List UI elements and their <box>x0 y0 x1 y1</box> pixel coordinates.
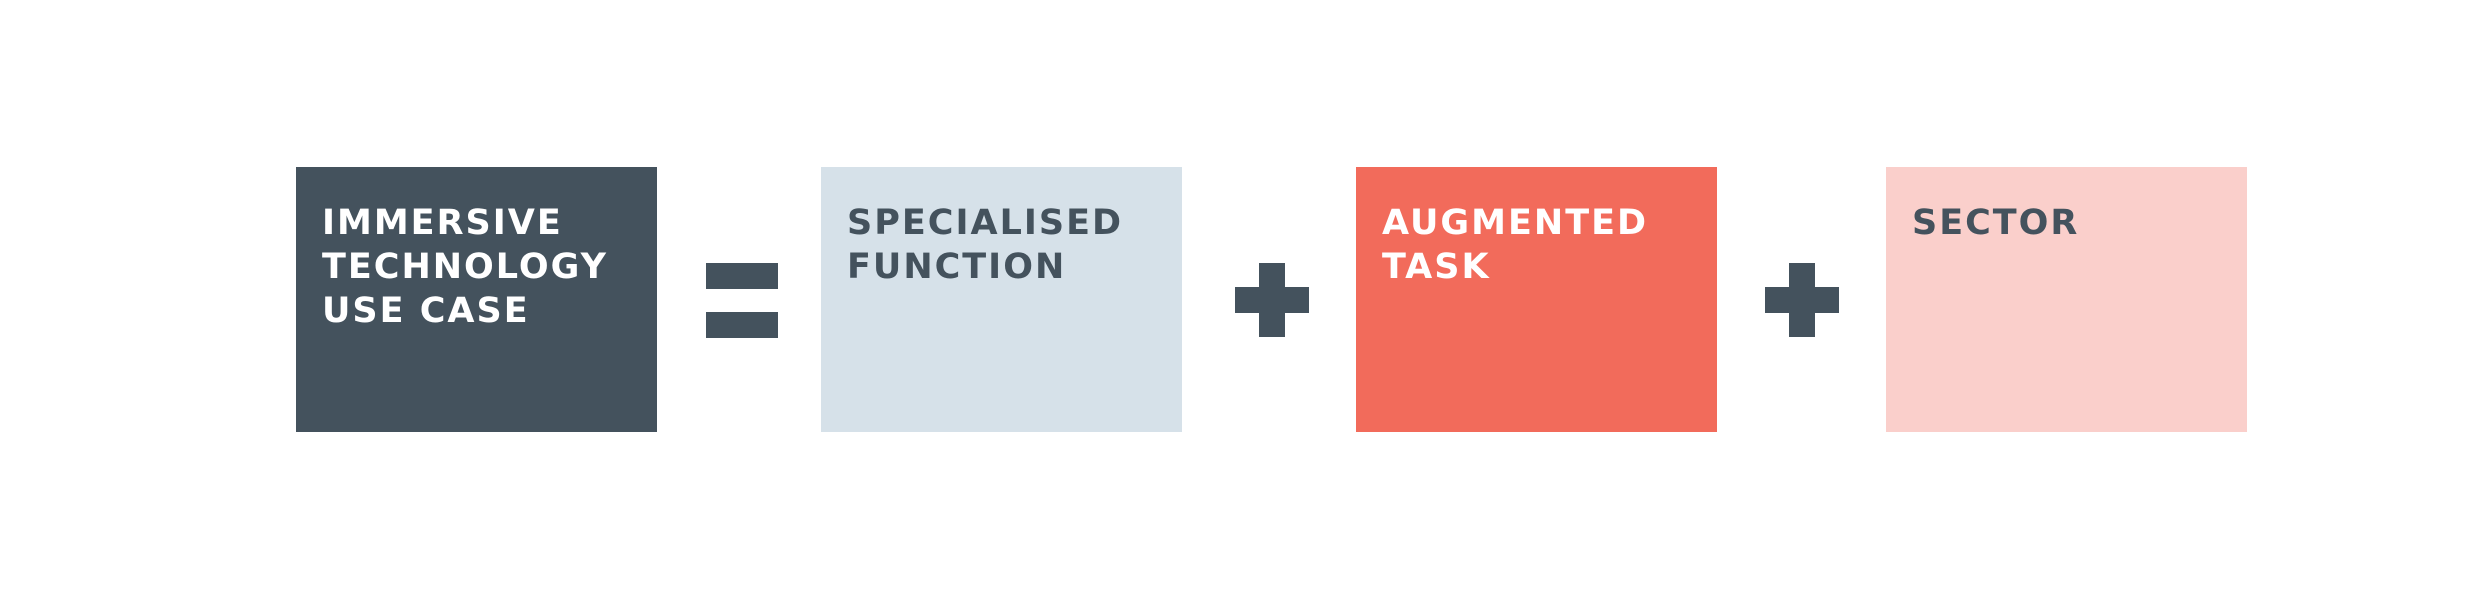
box-label: SPECIALISED FUNCTION <box>847 203 1124 287</box>
box-label: SECTOR <box>1912 203 2080 243</box>
box-label: IMMERSIVE TECHNOLOGY USE CASE <box>322 203 608 331</box>
equals-icon <box>706 263 778 338</box>
plus-bar-vertical <box>1789 263 1815 337</box>
box-specialised-function: SPECIALISED FUNCTION <box>821 167 1182 432</box>
plus-icon <box>1765 263 1839 337</box>
box-sector: SECTOR <box>1886 167 2247 432</box>
plus-icon <box>1235 263 1309 337</box>
plus-bar-vertical <box>1259 263 1285 337</box>
box-label: AUGMENTED TASK <box>1382 203 1649 287</box>
equals-bar-bottom <box>706 312 778 338</box>
box-immersive-technology-use-case: IMMERSIVE TECHNOLOGY USE CASE <box>296 167 657 432</box>
equals-bar-top <box>706 263 778 289</box>
box-augmented-task: AUGMENTED TASK <box>1356 167 1717 432</box>
